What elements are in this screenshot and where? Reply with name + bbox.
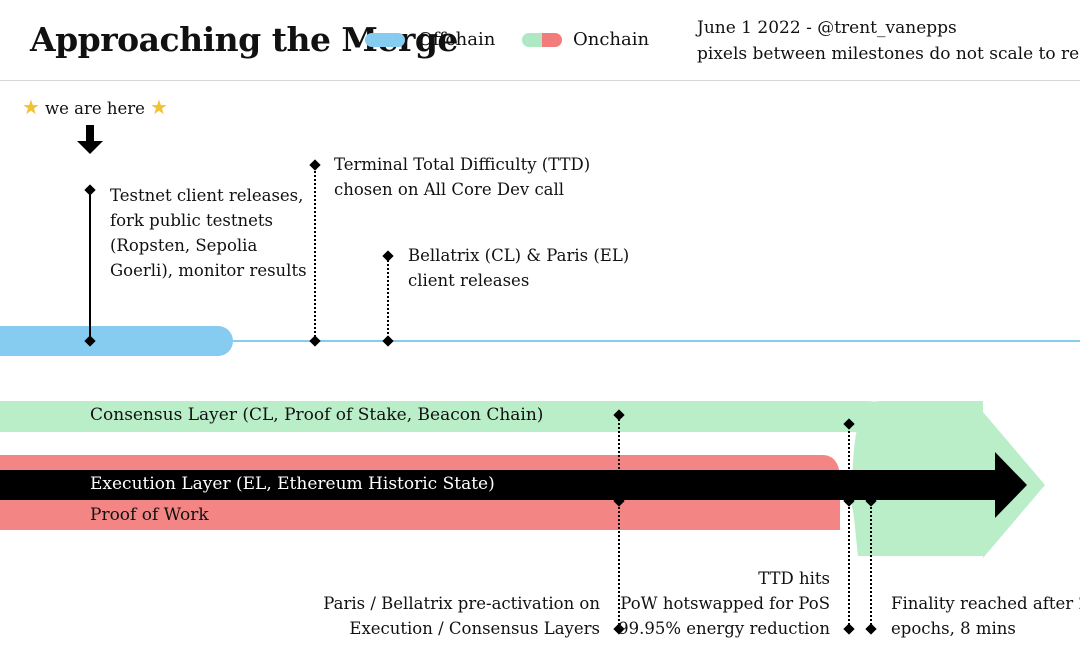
offchain-band bbox=[0, 326, 233, 356]
execution-arrow bbox=[0, 452, 1027, 518]
ttd-hits-line bbox=[848, 424, 850, 629]
header-divider bbox=[0, 80, 1080, 81]
star-icon: ★ bbox=[150, 95, 168, 119]
legend-offchain-label: Offchain bbox=[418, 29, 496, 50]
preactivation-line bbox=[618, 415, 620, 629]
legend-offchain-swatch bbox=[365, 33, 405, 47]
finality-line bbox=[870, 500, 872, 629]
consensus-lane-label: Consensus Layer (CL, Proof of Stake, Bea… bbox=[90, 405, 544, 425]
star-icon: ★ bbox=[22, 95, 40, 119]
execution-lane-label: Execution Layer (EL, Ethereum Historic S… bbox=[90, 474, 495, 494]
scale-disclaimer: pixels between milestones do not scale t… bbox=[697, 44, 1080, 64]
consensus-band bbox=[0, 401, 896, 432]
legend-onchain-label: Onchain bbox=[573, 29, 650, 50]
pow-lane-label: Proof of Work bbox=[90, 505, 209, 525]
legend-onchain-swatch bbox=[522, 33, 562, 47]
preactivation-note: Paris / Bellatrix pre-activation on Exec… bbox=[323, 594, 600, 638]
client-releases-line bbox=[387, 257, 389, 341]
we-are-here-label: we are here bbox=[45, 99, 145, 118]
ttd-hits-note: TTD hits PoW hotswapped for PoS 99.95% e… bbox=[618, 569, 830, 638]
date-author: June 1 2022 - @trent_vanepps bbox=[697, 18, 957, 38]
finality-note: Finality reached after 2 epochs, 8 mins bbox=[891, 594, 1080, 638]
ttd-chosen-note: Terminal Total Difficulty (TTD) chosen o… bbox=[334, 155, 591, 199]
we-are-here-marker: ★ we are here ★ bbox=[22, 95, 168, 121]
ttd-chosen-line bbox=[314, 166, 316, 341]
testnet-line bbox=[89, 190, 91, 342]
client-releases-note: Bellatrix (CL) & Paris (EL) client relea… bbox=[408, 246, 630, 290]
testnet-note: Testnet client releases, fork public tes… bbox=[110, 186, 307, 280]
